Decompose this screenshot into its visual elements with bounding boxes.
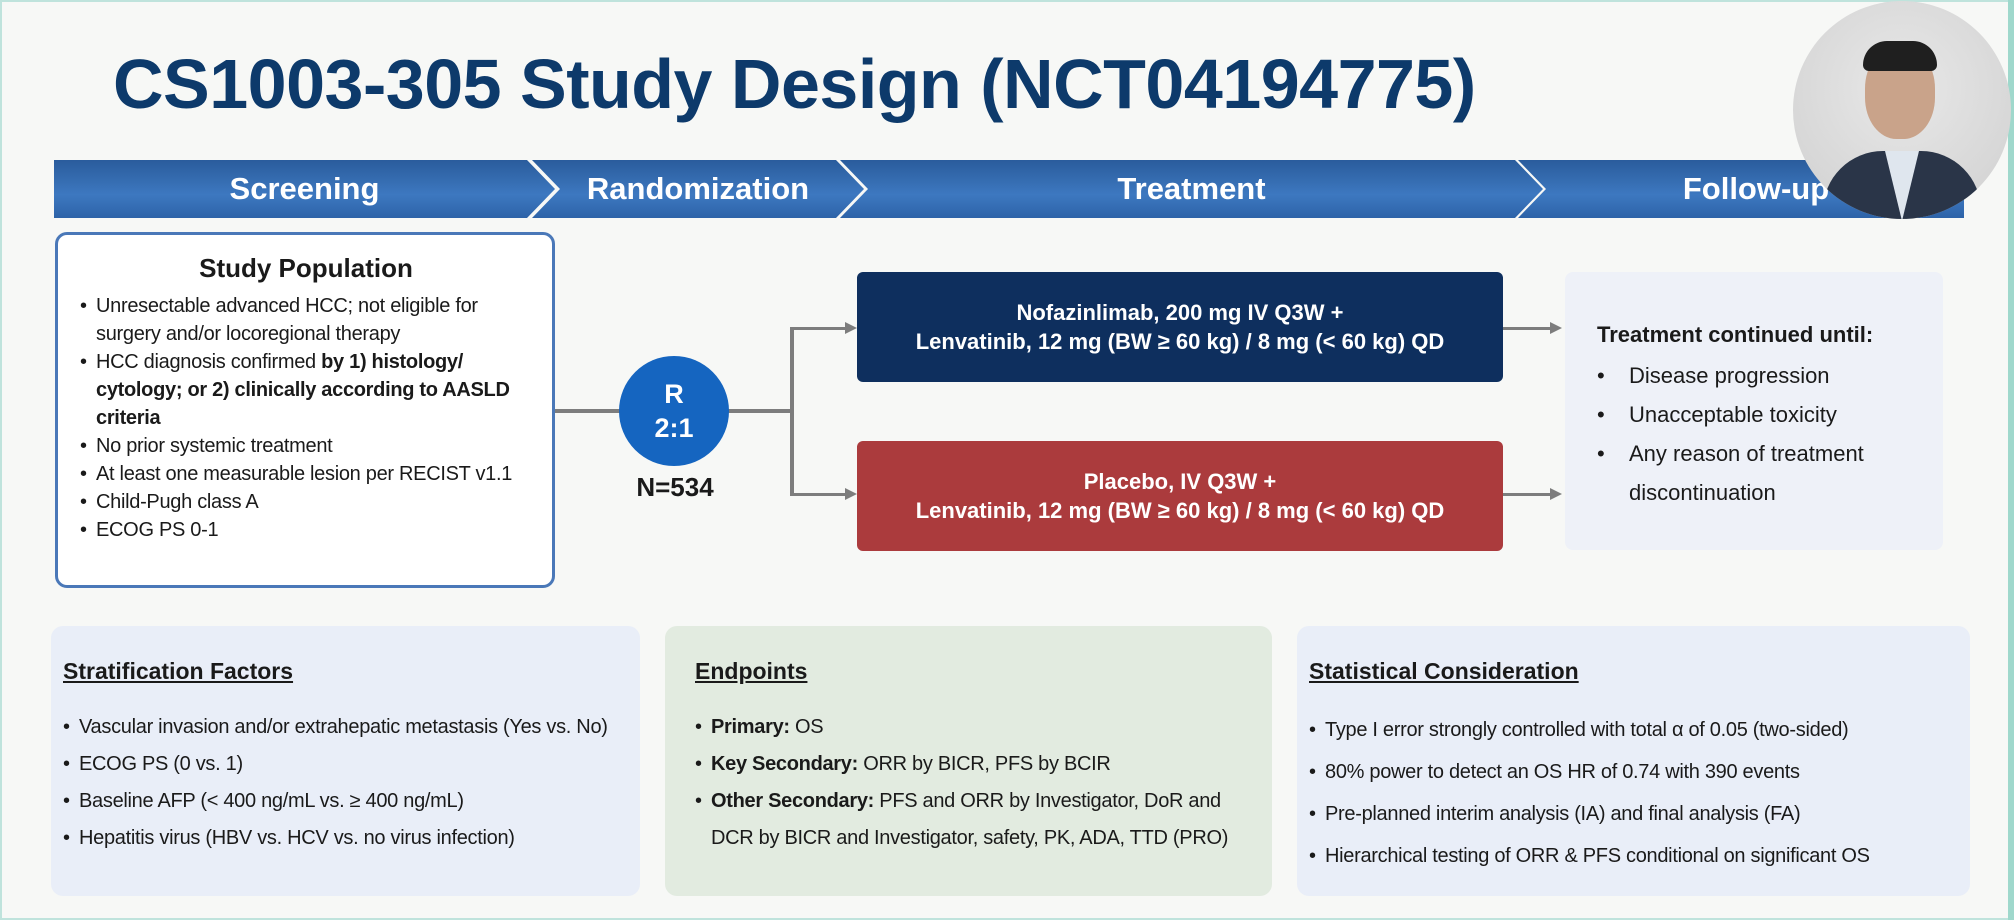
endpoints-heading: Endpoints [695, 658, 808, 684]
endpoint-item: Primary: OS [695, 709, 1260, 746]
item-text: Child-Pugh class A [96, 491, 259, 513]
endpoint-label: Primary: [711, 716, 790, 738]
item-text: Unresectable advanced HCC; not eligible … [96, 295, 478, 345]
arrow-icon [845, 488, 857, 500]
population-item: HCC diagnosis confirmed by 1) histology/… [80, 348, 532, 432]
item-text: ECOG PS 0-1 [96, 519, 219, 541]
arm-line: Placebo, IV Q3W + [1083, 469, 1277, 494]
follow-up-item: Unacceptable toxicity [1597, 395, 1943, 434]
follow-up-item: Any reason of treatment discontinuation [1597, 434, 1943, 512]
follow-up-box: Treatment continued until: Disease progr… [1565, 272, 1943, 550]
statistics-heading: Statistical Consideration [1309, 658, 1579, 684]
endpoints-box: Endpoints Primary: OS Key Secondary: ORR… [665, 626, 1272, 896]
arm-line: Lenvatinib, 12 mg (BW ≥ 60 kg) / 8 mg (<… [915, 498, 1445, 523]
stratification-item: Baseline AFP (< 400 ng/mL vs. ≥ 400 ng/m… [63, 783, 628, 820]
randomization-ratio: 2:1 [654, 413, 694, 443]
statistical-box: Statistical Consideration Type I error s… [1297, 626, 1970, 896]
arm-line: Nofazinlimab, 200 mg IV Q3W + [1016, 300, 1344, 325]
endpoint-label: Key Secondary: [711, 753, 858, 775]
connector-line [790, 493, 846, 496]
population-item: Child-Pugh class A [80, 488, 532, 516]
window-edge [2008, 0, 2014, 920]
control-arm-box: Placebo, IV Q3W + Lenvatinib, 12 mg (BW … [857, 441, 1503, 551]
population-item: At least one measurable lesion per RECIS… [80, 460, 532, 488]
connector-line [555, 409, 621, 413]
statistics-item: 80% power to detect an OS HR of 0.74 wit… [1309, 751, 1958, 793]
phase-treatment: Treatment [840, 160, 1543, 218]
connector-line [1503, 493, 1551, 496]
stratification-box: Stratification Factors Vascular invasion… [51, 626, 640, 896]
slide-title: CS1003-305 Study Design (NCT04194775) [113, 45, 1476, 123]
phase-randomization: Randomization [532, 160, 864, 218]
study-population-box: Study Population Unresectable advanced H… [55, 232, 555, 588]
arrow-icon [845, 322, 857, 334]
presenter-webcam [1793, 1, 2011, 219]
item-text: HCC diagnosis confirmed [96, 351, 322, 373]
connector-line [790, 327, 846, 330]
population-item: ECOG PS 0-1 [80, 516, 532, 544]
arrow-icon [1550, 488, 1562, 500]
randomization-circle: R 2:1 [619, 356, 729, 466]
follow-up-item: Disease progression [1597, 356, 1943, 395]
endpoint-text: PFS and ORR by Investigator, DoR and DCR… [711, 790, 1229, 849]
phase-screening: Screening [54, 160, 555, 218]
statistics-item: Type I error strongly controlled with to… [1309, 709, 1958, 751]
arm-line: Lenvatinib, 12 mg (BW ≥ 60 kg) / 8 mg (<… [915, 329, 1445, 354]
stratification-item: Hepatitis virus (HBV vs. HCV vs. no viru… [63, 820, 628, 857]
endpoint-item: Other Secondary: PFS and ORR by Investig… [695, 783, 1260, 857]
arrow-icon [1550, 322, 1562, 334]
item-bold-text: by 1) histology/ cytology; or 2) clinica… [96, 351, 510, 429]
population-item: Unresectable advanced HCC; not eligible … [80, 292, 532, 348]
connector-line [1503, 327, 1551, 330]
statistics-item: Pre-planned interim analysis (IA) and fi… [1309, 793, 1958, 835]
statistics-item: Hierarchical testing of ORR & PFS condit… [1309, 835, 1958, 877]
follow-up-heading: Treatment continued until: [1597, 322, 1874, 347]
stratification-item: Vascular invasion and/or extrahepatic me… [63, 709, 628, 746]
connector-line [728, 409, 792, 413]
population-item: No prior systemic treatment [80, 432, 532, 460]
stratification-item: ECOG PS (0 vs. 1) [63, 746, 628, 783]
endpoint-text: OS [789, 716, 824, 738]
connector-line [790, 327, 794, 495]
endpoint-label: Other Secondary: [711, 790, 875, 812]
item-text: At least one measurable lesion per RECIS… [96, 463, 513, 485]
presenter-hair [1863, 41, 1937, 71]
item-text: No prior systemic treatment [96, 435, 333, 457]
endpoint-item: Key Secondary: ORR by BICR, PFS by BCIR [695, 746, 1260, 783]
endpoint-text: ORR by BICR, PFS by BCIR [857, 753, 1111, 775]
sample-size: N=534 [636, 472, 714, 502]
randomization-letter: R [664, 379, 684, 409]
study-population-heading: Study Population [199, 253, 413, 283]
experimental-arm-box: Nofazinlimab, 200 mg IV Q3W + Lenvatinib… [857, 272, 1503, 382]
stratification-heading: Stratification Factors [63, 658, 294, 684]
